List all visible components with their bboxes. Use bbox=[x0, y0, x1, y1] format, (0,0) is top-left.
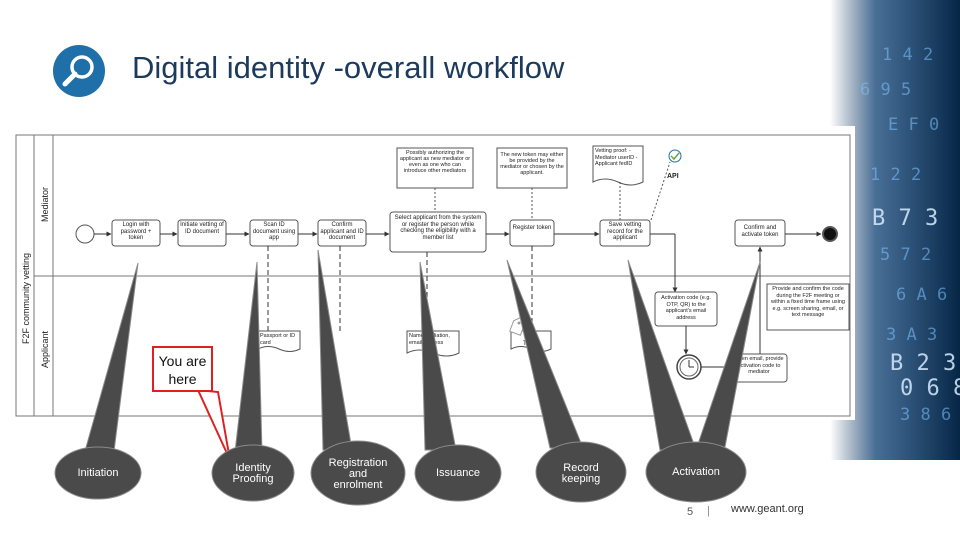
phase-label-registration: Registration and enrolment bbox=[328, 456, 388, 491]
svg-text:6 9 5: 6 9 5 bbox=[860, 80, 911, 100]
svg-text:0 6 8: 0 6 8 bbox=[900, 376, 960, 401]
callout-pointer-record bbox=[506, 259, 584, 449]
you-are-here-pointer bbox=[196, 388, 231, 461]
lane-label-mediator: Mediator bbox=[40, 187, 50, 222]
phase-label-issuance: Issuance bbox=[435, 466, 481, 479]
search-icon bbox=[53, 45, 105, 97]
callout-bubble-registration bbox=[310, 440, 406, 506]
task-confirm-activate bbox=[734, 219, 786, 247]
callout-pointer-identity bbox=[234, 261, 263, 453]
api-icon bbox=[668, 149, 682, 163]
callout-bubble-identity bbox=[211, 444, 295, 502]
footer-url[interactable]: www.geant.org bbox=[731, 503, 804, 515]
api-label: API bbox=[667, 173, 679, 180]
callout-bubble-activation bbox=[645, 441, 747, 503]
page-number: 5 bbox=[687, 506, 694, 518]
svg-text:E F 0: E F 0 bbox=[888, 115, 939, 135]
geant-logo: GÉANT bbox=[849, 482, 916, 519]
note-authorizing bbox=[396, 147, 474, 189]
callout-bubble-record bbox=[535, 441, 627, 503]
task-scan bbox=[249, 219, 299, 247]
phase-label-activation: Activation bbox=[672, 465, 720, 478]
svg-text:1 4 2: 1 4 2 bbox=[882, 45, 933, 65]
doc-passport bbox=[257, 330, 301, 352]
callout-pointer-activation-2 bbox=[695, 261, 761, 453]
note-provide-confirm bbox=[766, 283, 850, 331]
callout-pointer-initiation bbox=[84, 262, 139, 452]
doc-vetting-proof bbox=[592, 145, 644, 186]
footer-separator: | bbox=[707, 505, 710, 517]
phase-label-identity-proofing: Identity Proofing bbox=[232, 462, 274, 485]
svg-text:GÉANT: GÉANT bbox=[849, 498, 916, 519]
svg-text:B 2 3: B 2 3 bbox=[890, 351, 956, 376]
task-save-vetting bbox=[599, 219, 651, 247]
svg-text:3 8 6: 3 8 6 bbox=[900, 405, 951, 425]
svg-text:1 2 2: 1 2 2 bbox=[870, 165, 921, 185]
task-login bbox=[111, 219, 161, 247]
phase-label-record-keeping: Record keeping bbox=[561, 462, 601, 485]
lane-label-applicant: Applicant bbox=[40, 330, 50, 368]
callout-pointer-issuance bbox=[419, 261, 457, 451]
svg-text:B 7 3: B 7 3 bbox=[872, 206, 938, 231]
svg-text:6 A 6: 6 A 6 bbox=[896, 285, 947, 305]
task-confirm bbox=[317, 219, 367, 247]
task-select-applicant bbox=[389, 211, 487, 253]
callout-pointer-activation bbox=[627, 259, 697, 451]
callout-bubble-issuance bbox=[414, 444, 502, 502]
pool-label: F2F community vetting bbox=[21, 253, 31, 344]
you-are-here-label: You are here bbox=[152, 346, 213, 392]
end-event bbox=[822, 226, 838, 242]
svg-text:5 7 2: 5 7 2 bbox=[880, 245, 931, 265]
svg-text:3 A 3: 3 A 3 bbox=[886, 325, 937, 345]
callout-pointer-registration bbox=[317, 249, 353, 451]
task-initiate bbox=[177, 219, 227, 247]
slide-title: Digital identity -overall workflow bbox=[132, 50, 565, 85]
timer-icon bbox=[676, 354, 702, 380]
phase-label-initiation: Initiation bbox=[77, 466, 119, 479]
callout-bubble-initiation bbox=[54, 446, 142, 500]
